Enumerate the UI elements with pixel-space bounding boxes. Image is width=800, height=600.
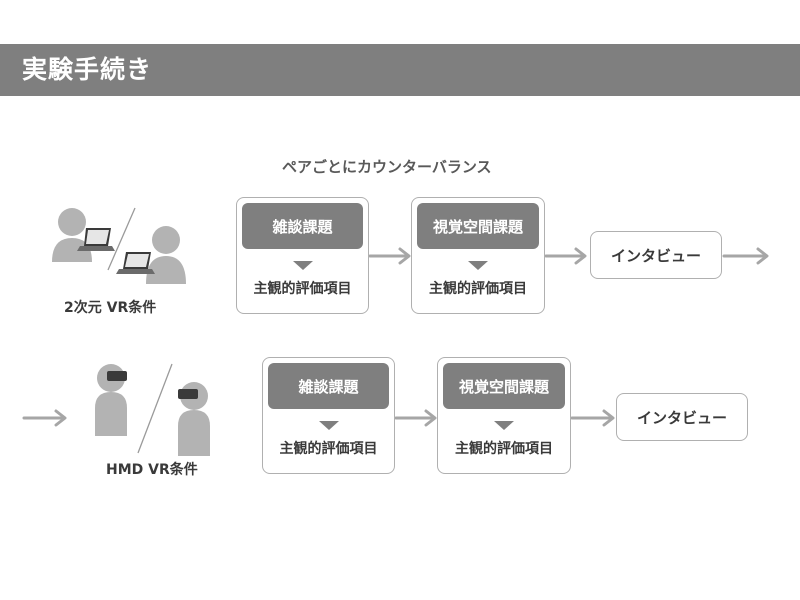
laptop-icon: [116, 252, 155, 274]
task-box-chat: 雑談課題 主観的評価項目: [236, 197, 369, 314]
evaluation-label: 主観的評価項目: [429, 281, 527, 297]
person-icon: [52, 208, 92, 262]
evaluation-label: 主観的評価項目: [253, 281, 352, 297]
task-box-visuospatial: 視覚空間課題 主観的評価項目: [411, 197, 545, 314]
interview-box: インタビュー: [616, 393, 748, 441]
task-box-chat: 雑談課題 主観的評価項目: [262, 357, 395, 474]
divider-line: [137, 363, 173, 454]
divider-line: [107, 207, 136, 271]
task-title: 雑談課題: [242, 203, 363, 249]
interview-box: インタビュー: [590, 231, 722, 279]
person-icon: [146, 226, 186, 284]
task-box-visuospatial: 視覚空間課題 主観的評価項目: [437, 357, 571, 474]
task-title: 雑談課題: [268, 363, 389, 409]
arrow-icon: [722, 247, 769, 265]
title-bar: 実験手続き: [0, 44, 800, 96]
laptop-icon: [77, 228, 115, 251]
condition-label-2d: 2次元 VR条件: [64, 300, 157, 316]
counterbalance-label: ペアごとにカウンターバランス: [282, 158, 492, 176]
condition-label-hmd: HMD VR条件: [106, 462, 198, 478]
arrow-icon: [22, 409, 67, 427]
down-triangle-icon: [292, 261, 313, 270]
arrow-icon: [394, 409, 437, 427]
vr-headset-icon: [107, 371, 127, 381]
vr-headset-icon: [178, 389, 198, 399]
arrow-icon: [544, 247, 587, 265]
arrow-icon: [368, 247, 411, 265]
page-title: 実験手続き: [22, 55, 153, 84]
evaluation-label: 主観的評価項目: [455, 441, 553, 457]
evaluation-label: 主観的評価項目: [279, 441, 378, 457]
task-title: 視覚空間課題: [417, 203, 539, 249]
arrow-icon: [570, 409, 615, 427]
down-triangle-icon: [468, 261, 488, 270]
down-triangle-icon: [494, 421, 514, 430]
task-title: 視覚空間課題: [443, 363, 565, 409]
down-triangle-icon: [318, 421, 339, 430]
